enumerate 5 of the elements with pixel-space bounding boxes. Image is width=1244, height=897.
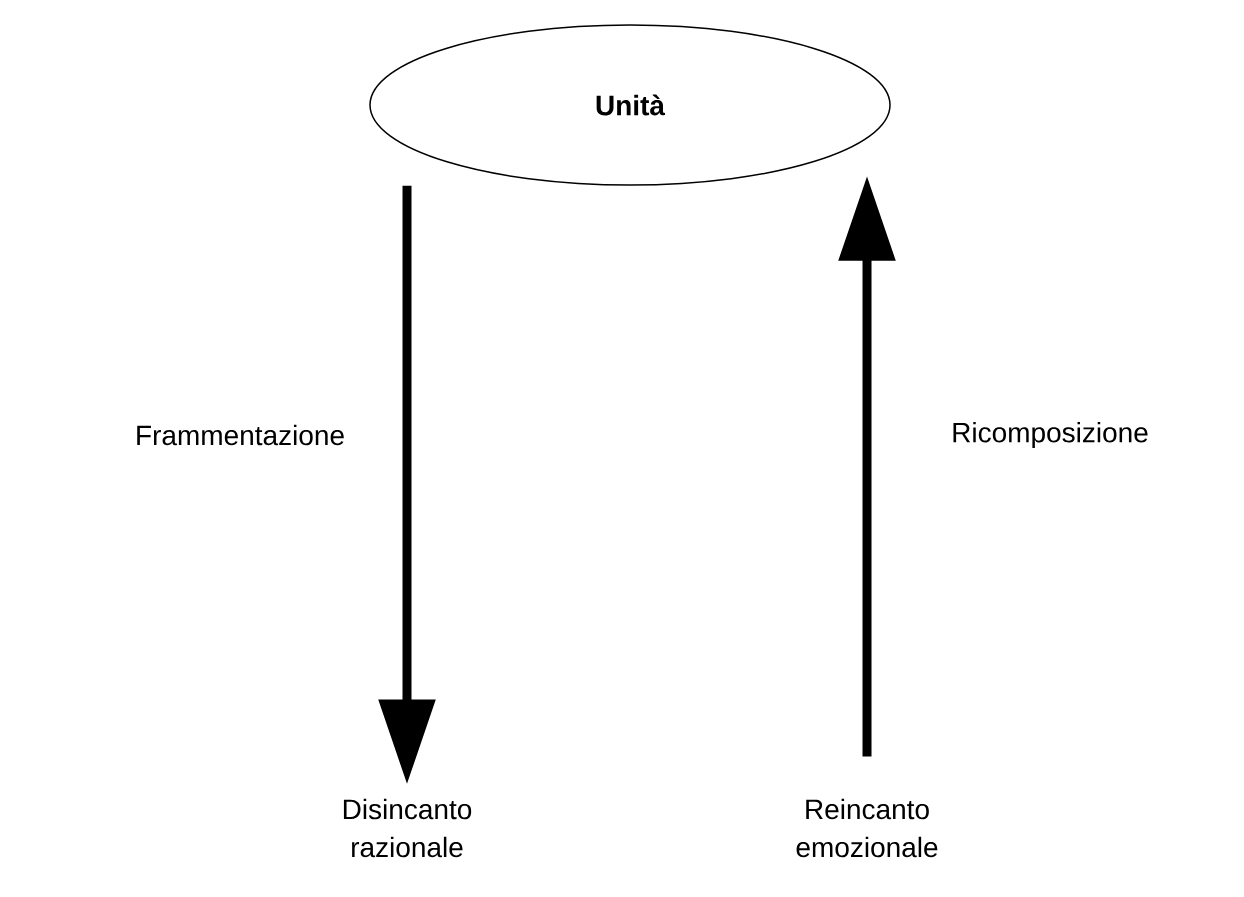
ellipse-node: Unità xyxy=(369,24,891,186)
node-label: Reincanto emozionale xyxy=(796,798,938,858)
edge-label: Frammentazione xyxy=(132,422,348,448)
edge-label: Ricomposizione xyxy=(949,419,1151,451)
node-label: Disincanto razionale xyxy=(343,798,472,858)
